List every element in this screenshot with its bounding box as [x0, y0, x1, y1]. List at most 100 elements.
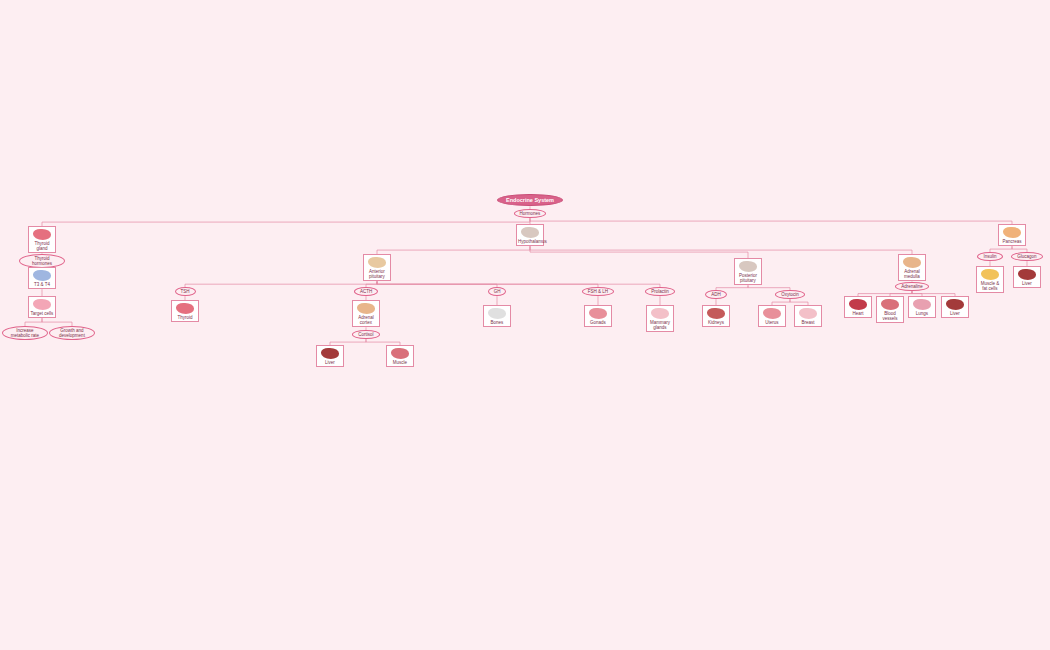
- image-box: T3 & T4: [28, 267, 56, 289]
- image-box: Gonads: [584, 305, 612, 327]
- branch-line: [42, 218, 530, 226]
- branch-line: [659, 296, 660, 305]
- topic-pill: ACTH: [354, 287, 378, 296]
- image-box: Liver: [941, 296, 969, 318]
- node-text: Liver: [318, 360, 342, 365]
- organ-icon: [799, 308, 817, 319]
- organ-icon: [368, 257, 386, 268]
- image-box: Adrenal medulla: [898, 254, 926, 281]
- organ-icon: [739, 261, 757, 272]
- node-text: Liver: [1015, 281, 1039, 286]
- topic-pill: Hormones: [514, 209, 547, 218]
- node-text: ACTH: [360, 289, 372, 294]
- topic-pill: Increase metabolic rate: [2, 326, 48, 340]
- node-text: Prolactin: [651, 289, 669, 294]
- branch-line: [42, 318, 72, 326]
- node-text: Thyroid: [173, 315, 197, 320]
- topic-pill: Prolactin: [645, 287, 675, 296]
- branch-line: [377, 246, 530, 254]
- node-text: Insulin: [983, 254, 996, 259]
- node-text: Heart: [846, 311, 870, 316]
- node-text: Lungs: [910, 311, 934, 316]
- organ-icon: [903, 257, 921, 268]
- image-box: Liver: [316, 345, 344, 367]
- organ-icon: [33, 270, 51, 281]
- branch-line: [25, 318, 42, 326]
- node-text: Thyroid gland: [30, 241, 54, 251]
- node-text: Pancreas: [1000, 239, 1024, 244]
- node-text: Anterior pituitary: [365, 269, 389, 279]
- image-box: Thyroid: [171, 300, 199, 322]
- image-box: Anterior pituitary: [363, 254, 391, 281]
- node-text: Blood vessels: [878, 311, 902, 321]
- branch-line: [497, 296, 498, 305]
- organ-icon: [33, 229, 51, 240]
- image-box: Mammary glands: [646, 305, 674, 332]
- branch-line: [597, 296, 598, 305]
- organ-icon: [33, 299, 51, 310]
- node-text: Uterus: [760, 320, 784, 325]
- node-text: Oxytocin: [781, 292, 799, 297]
- node-text: Endocrine System: [506, 197, 554, 203]
- image-box: Lungs: [908, 296, 936, 318]
- node-text: Hormones: [520, 211, 541, 216]
- organ-icon: [521, 227, 539, 238]
- image-box: Adrenal cortex: [352, 300, 380, 327]
- node-text: Posterior pituitary: [736, 273, 760, 283]
- topic-pill: Cortisol: [352, 330, 379, 339]
- topic-pill: GH: [488, 287, 507, 296]
- image-box: Muscle: [386, 345, 414, 367]
- node-text: Glucagon: [1017, 254, 1036, 259]
- image-box: Liver: [1013, 266, 1041, 288]
- topic-pill: TSH: [175, 287, 196, 296]
- organ-icon: [651, 308, 669, 319]
- node-text: FSH & LH: [588, 289, 608, 294]
- node-text: Breast: [796, 320, 820, 325]
- node-text: Adrenal cortex: [354, 315, 378, 325]
- organ-icon: [707, 308, 725, 319]
- topic-pill: FSH & LH: [582, 287, 614, 296]
- node-text: Cortisol: [358, 332, 373, 337]
- topic-pill: Oxytocin: [775, 290, 805, 299]
- organ-icon: [913, 299, 931, 310]
- organ-icon: [589, 308, 607, 319]
- organ-icon: [946, 299, 964, 310]
- organ-icon: [981, 269, 999, 280]
- organ-icon: [881, 299, 899, 310]
- image-box: Uterus: [758, 305, 786, 327]
- image-box: Posterior pituitary: [734, 258, 762, 285]
- node-text: Muscle & fat cells: [978, 281, 1002, 291]
- image-box: Thyroid gland: [28, 226, 56, 253]
- title-pill: Endocrine System: [497, 194, 563, 206]
- branch-line: [185, 281, 377, 287]
- node-text: Liver: [943, 311, 967, 316]
- organ-icon: [1003, 227, 1021, 238]
- node-text: Kidneys: [704, 320, 728, 325]
- topic-pill: Growth and development: [49, 326, 95, 340]
- image-box: Breast: [794, 305, 822, 327]
- organ-icon: [176, 303, 194, 314]
- organ-icon: [1018, 269, 1036, 280]
- branch-line: [42, 289, 43, 296]
- node-text: Adrenaline: [901, 284, 923, 289]
- node-text: T3 & T4: [30, 282, 54, 287]
- topic-pill: Insulin: [977, 252, 1002, 261]
- topic-pill: Glucagon: [1011, 252, 1042, 261]
- organ-icon: [849, 299, 867, 310]
- node-text: GH: [494, 289, 501, 294]
- image-box: Pancreas: [998, 224, 1026, 246]
- node-text: Growth and development: [55, 328, 89, 338]
- node-text: Adrenal medulla: [900, 269, 924, 279]
- node-text: Muscle: [388, 360, 412, 365]
- image-box: Hypothalamus: [516, 224, 544, 246]
- node-text: Target cells: [30, 311, 54, 316]
- branch-line: [716, 285, 748, 290]
- node-text: TSH: [181, 289, 190, 294]
- branch-line: [530, 246, 748, 258]
- image-box: Blood vessels: [876, 296, 904, 323]
- image-box: Bones: [483, 305, 511, 327]
- organ-icon: [391, 348, 409, 359]
- node-text: Increase metabolic rate: [8, 328, 42, 338]
